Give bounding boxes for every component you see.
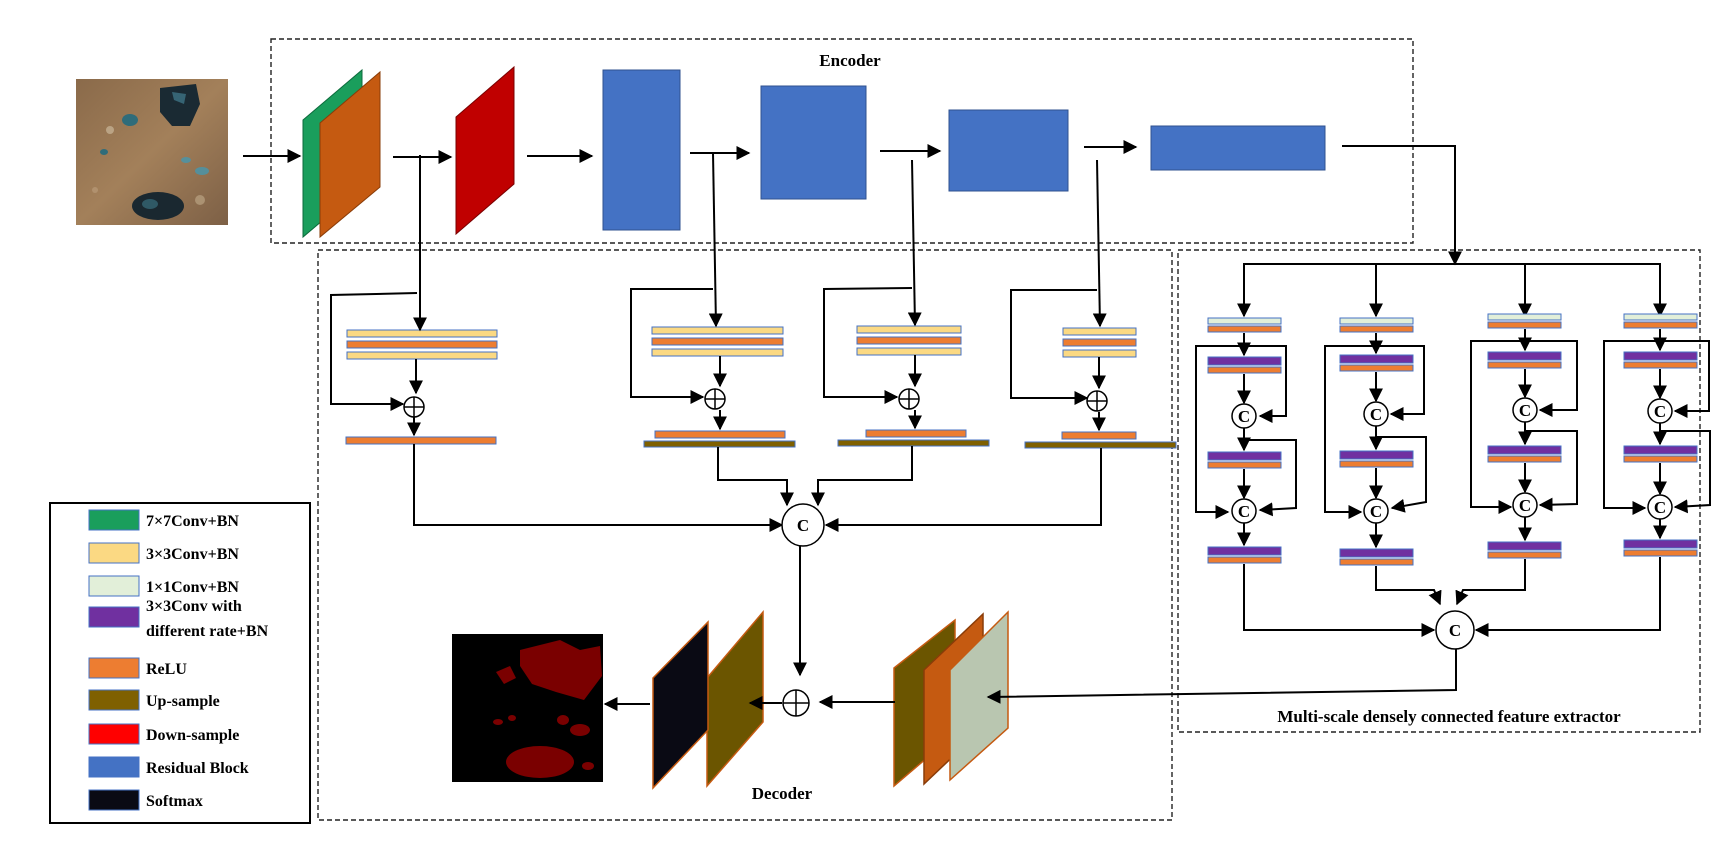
legend-label-7: Residual Block [146,760,249,777]
decoder-final-layers [652,609,764,790]
legend-swatch-4 [88,657,140,679]
legend-swatch-8 [88,789,140,811]
legend-label-6: Down-sample [146,727,239,744]
concat-b3-1: C [1519,401,1531,420]
concat-b4-2: C [1654,498,1666,517]
extractor-branch-3: C C [1455,313,1578,606]
output-segmentation-mask [452,634,603,782]
residual-block-1 [602,69,681,231]
extractor-branch-4: C C [1474,313,1711,637]
concat-b2-2: C [1370,502,1382,521]
legend-swatch-3 [88,606,140,628]
concat-b2-1: C [1370,405,1382,424]
legend-swatch-6 [88,723,140,745]
encoder-title: Encoder [819,51,881,70]
decoder-title: Decoder [752,784,813,803]
legend-swatch-1 [88,542,140,564]
legend-swatch-0 [88,509,140,531]
decoder-concat-label: C [797,516,809,535]
concat-b1-1: C [1238,407,1250,426]
legend-label-0: 7×7Conv+BN [146,513,239,530]
concat-b3-2: C [1519,496,1531,515]
skip-module-4 [1010,159,1177,449]
concat-b1-2: C [1238,502,1250,521]
residual-block-4 [1150,125,1326,171]
input-satellite-image [76,79,228,225]
legend-swatch-2 [88,575,140,597]
legend-label-1: 3×3Conv+BN [146,546,239,563]
decoder-output-arrows [603,695,895,711]
extractor-box [1177,249,1701,733]
residual-block-2 [760,85,867,200]
skip-module-2 [630,152,796,448]
legend-swatch-7 [88,756,140,778]
encoder-relu-layer [319,70,381,239]
decoder-concat-operator [781,503,825,547]
decoder-upsample-stack [893,610,1009,788]
extractor-title: Multi-scale densely connected feature ex… [1277,707,1621,726]
skip-module-3 [823,159,990,447]
decoder-box [317,249,1173,821]
encoder-arrows [243,140,1462,266]
legend-label-5: Up-sample [146,693,220,710]
residual-block-3 [948,109,1069,192]
legend-label-2: 1×1Conv+BN [146,579,239,596]
skip-module-1 [330,155,498,445]
extractor-branch-2: C C [1324,317,1442,606]
legend-swatch-5 [88,689,140,711]
extractor-branch-1: C C [1195,317,1436,637]
extractor-fanout [1237,263,1667,318]
encoder-box [270,38,1414,244]
legend-label-4: ReLU [146,661,187,678]
concat-b4-1: C [1654,402,1666,421]
extractor-return-arrow [986,649,1457,704]
legend-label-8: Softmax [146,793,203,810]
extractor-concat-label: C [1449,621,1461,640]
legend: 7×7Conv+BN 3×3Conv+BN 1×1Conv+BN 3×3Conv wi… [49,502,311,824]
encoder-downsample-layer [455,65,515,236]
decoder-merge-lines [413,444,1102,677]
